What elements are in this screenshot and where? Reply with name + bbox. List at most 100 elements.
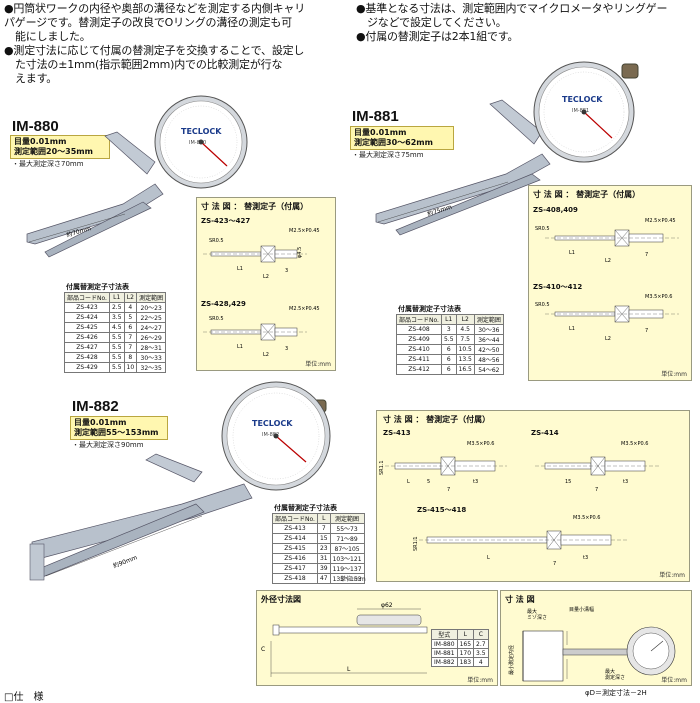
probe-drawing-3: M2.5×P0.45 SR0.5 L1 L2 7 (535, 218, 679, 264)
cell: IM-880 (431, 639, 458, 649)
cell: 165 (456, 639, 475, 649)
cell: 7.5 (455, 334, 475, 345)
col-header: L2 (455, 314, 475, 325)
cell: 47 (316, 573, 331, 584)
bullet-line: た寸法の±1mm(指示範囲2mm)内での比較測定が行な (15, 58, 283, 71)
im880-sub1: ZS-423～427 (201, 217, 251, 225)
im880-model: IM-880 (12, 118, 59, 135)
radius-label: SR1.1 (413, 536, 419, 551)
gauge-brand-text: TECLOCK (252, 419, 293, 428)
cell: 3.5 (473, 648, 489, 658)
col-header: L (456, 629, 475, 640)
cell: ZS-423 (64, 302, 110, 313)
bullet-line: ●付属の替測定子は2本1組です。 (356, 30, 519, 43)
t3-label: t3 (623, 479, 628, 485)
t3-label: t3 (583, 555, 588, 561)
im881-sub1: ZS-408,409 (533, 206, 578, 214)
probe-drawing-2: M2.5×P0.45 SR0.5 L1 L2 3 (203, 306, 320, 358)
cell: ZS-412 (396, 364, 442, 375)
im882-drawing-title: 寸 法 図 ： 替測定子（付属） (383, 415, 491, 424)
cell: ZS-411 (396, 354, 442, 365)
len3-label: 3 (285, 346, 288, 352)
t3-label: t3 (473, 479, 478, 485)
cell: 6 (123, 322, 138, 333)
l-label: L (487, 555, 490, 561)
l-label: L (407, 479, 410, 485)
im882-sub2: ZS-414 (531, 429, 559, 437)
cell: 32～35 (136, 362, 167, 373)
col-header: 型式 (431, 629, 458, 640)
cell: 10 (123, 362, 138, 373)
intro-right: ●基準となる寸法は、測定範囲内でマイクロメータやリングゲー ジなどで設定してくだ… (356, 2, 696, 44)
cell: ZS-429 (64, 362, 110, 373)
cell: 55～73 (329, 523, 365, 534)
cell: 87～105 (329, 543, 365, 554)
cell: 6 (440, 344, 457, 355)
thread-label: M3.5×P0.6 (645, 294, 672, 300)
cell: 10.5 (455, 344, 475, 355)
thread-label: M2.5×P0.45 (289, 228, 320, 234)
radius-label: SR0.5 (209, 238, 224, 244)
cell: 13.5 (455, 354, 475, 365)
cell: 183 (456, 657, 475, 667)
cell: ZS-415 (272, 543, 318, 554)
im882-spec-range: 測定範囲55～153mm (74, 428, 159, 437)
im881-depth: ・最大測定深さ75mm (352, 151, 424, 159)
cell: 4 (123, 302, 138, 313)
cell: ZS-408 (396, 324, 442, 335)
cell: ZS-416 (272, 553, 318, 564)
bullet-line: ●円筒状ワークの内径や奥部の溝径などを測定する内側キャリ (4, 2, 305, 15)
cell: 42～50 (473, 344, 504, 355)
im882-depth: ・最大測定深さ90mm (72, 441, 144, 449)
cell: 31 (316, 553, 331, 564)
cell: 8 (123, 352, 138, 363)
cell: 119～137 (329, 563, 365, 574)
im882-dim-label: 約90mm (112, 553, 139, 570)
im882-spec: 目量0.01mm 測定範囲55～153mm (70, 416, 168, 440)
im881-model: IM-881 (352, 108, 399, 125)
bullet-line: ジなどで設定してください。 (367, 16, 507, 29)
im881-unit: 単位:mm (661, 371, 687, 378)
cell: 30～36 (473, 324, 504, 335)
cell: 4 (473, 657, 489, 667)
im880-table-title: 付属替測定子寸法表 (66, 283, 129, 291)
dim-fig-depth-label2: ミゾ深さ (527, 614, 547, 621)
spec-heading: □仕 様 (4, 692, 44, 703)
im880-drawing-panel: 寸 法 図 ： 替測定子（付属） ZS-423～427 M2.5×P0.45 S… (196, 197, 336, 371)
outer-dia-label: φ62 (381, 602, 393, 609)
bullet-line: パゲージです。替測定子の改良でOリングの溝径の測定も可 (4, 16, 292, 29)
bullet-line: ●測定寸法に応じて付属の替測定子を交換することで、設定し (4, 44, 305, 57)
cell: 36～44 (473, 334, 504, 345)
l1-label: L1 (237, 344, 243, 350)
cell: 170 (456, 648, 475, 658)
radius-label: SR1.1 (379, 460, 385, 475)
len7-label: 7 (645, 252, 648, 258)
cell: 3.5 (108, 312, 125, 323)
probe-drawing-4: M3.5×P0.6 SR0.5 L1 L2 7 (535, 294, 679, 342)
probe-drawing-1: M2.5×P0.45 SR0.5 L1 L2 3 φ4.5 (203, 228, 320, 280)
l1-label: L1 (237, 266, 243, 272)
bullet-line: ●基準となる寸法は、測定範囲内でマイクロメータやリングゲー (356, 2, 668, 15)
cell: 135～153 (329, 573, 365, 584)
cell: 5.5 (108, 342, 125, 353)
dim-fig-mindia-label: 最小測定内径 (508, 645, 515, 675)
len5-label: 5 (427, 479, 430, 485)
im880-spec: 目量0.01mm 測定範囲20～35mm (10, 135, 110, 159)
dim-fig-title: 寸 法 図 (505, 595, 535, 604)
bullet-line: えます。 (15, 72, 58, 85)
len7-label: 7 (595, 487, 598, 493)
cell: ZS-414 (272, 533, 318, 544)
dim-fig-width-label: 目量小溝幅 (569, 606, 594, 613)
im881-gauge-drawing: TECLOCK IM-881 約75mm (375, 61, 639, 236)
col-header: 部品コードNo. (396, 314, 442, 325)
